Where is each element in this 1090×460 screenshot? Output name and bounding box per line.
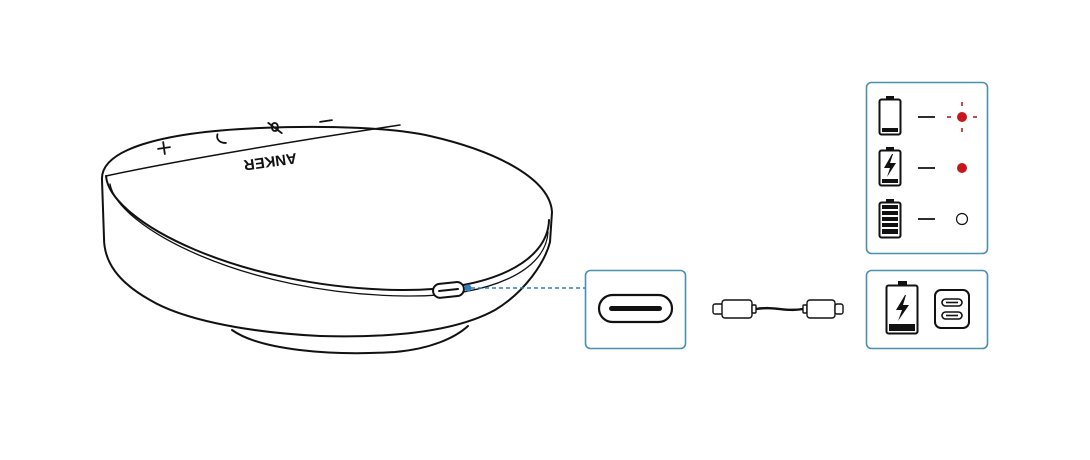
connector-dot <box>464 284 472 292</box>
mute-icon <box>267 121 283 135</box>
led-flashing-icon <box>947 102 977 132</box>
minus-icon <box>319 119 333 123</box>
device-panel-line <box>105 124 401 177</box>
indicator-row-low <box>878 96 977 136</box>
battery-charging-icon <box>878 147 902 187</box>
charging-battery-icon <box>885 281 919 335</box>
indicator-row-full <box>878 199 969 239</box>
usb-c-port-icon <box>597 293 674 324</box>
battery-indicator-panel <box>865 81 989 255</box>
speakerphone-device <box>100 124 553 355</box>
device-usb-port <box>432 281 465 299</box>
led-solid-icon <box>957 163 967 173</box>
power-source-panel <box>865 269 989 350</box>
usb-c-power-adapter-icon <box>934 289 970 329</box>
battery-full-icon <box>878 199 902 239</box>
port-zoom-panel <box>584 269 687 350</box>
device-top-edge-inner <box>109 183 549 297</box>
device-buttons <box>157 119 333 155</box>
device-top-edge <box>105 175 550 292</box>
device-body <box>100 125 553 338</box>
plus-icon <box>157 141 171 155</box>
led-off-icon <box>955 212 969 226</box>
phone-icon <box>216 133 227 144</box>
indicator-row-charging <box>878 147 967 187</box>
battery-low-icon <box>878 96 902 136</box>
usb-c-cable-icon <box>712 299 844 319</box>
